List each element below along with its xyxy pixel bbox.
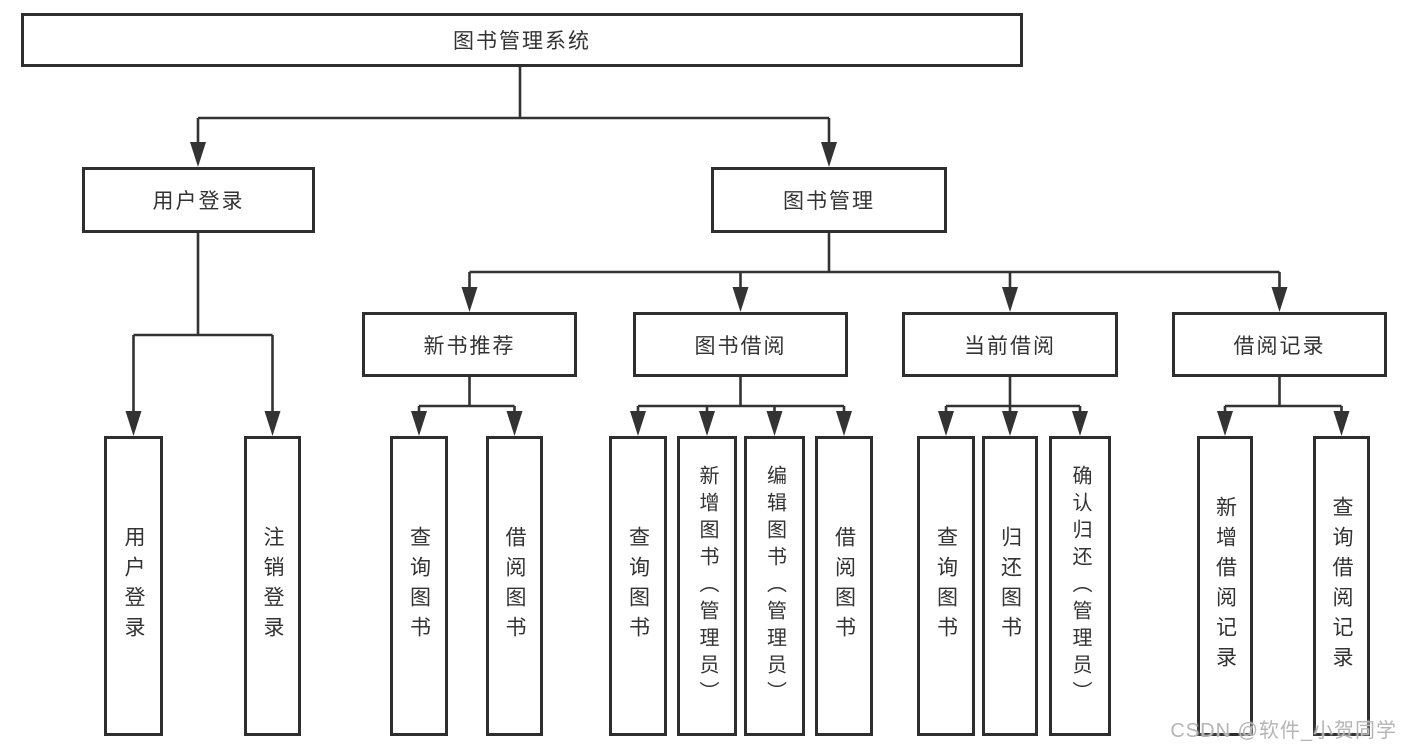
node-current-borrowing: 当前借阅 (902, 312, 1118, 377)
leaf-edit-book-admin: 编辑图书（管理员） (744, 436, 805, 736)
leaf-label: 用户登录 (122, 526, 145, 646)
leaf-label: 借阅图书 (832, 526, 856, 646)
node-label: 用户登录 (152, 190, 245, 213)
leaf-label: 查询借阅记录 (1330, 496, 1353, 676)
leaf-borrow-books: 借阅图书 (815, 436, 873, 736)
node-user-login: 用户登录 (82, 167, 315, 233)
node-label: 图书管理 (783, 190, 875, 213)
leaf-label: 归还图书 (998, 526, 1022, 646)
node-label: 图书管理系统 (453, 30, 591, 53)
node-borrowing-records: 借阅记录 (1172, 312, 1387, 377)
node-book-management: 图书管理 (711, 167, 947, 233)
node-new-book-recommend: 新书推荐 (362, 312, 577, 377)
node-library-management-system: 图书管理系统 (21, 13, 1023, 67)
leaf-label: 确认归还（管理员） (1069, 464, 1091, 708)
node-label: 借阅记录 (1233, 334, 1326, 358)
leaf-label: 注销登录 (261, 526, 284, 646)
leaf-query-borrow-record: 查询借阅记录 (1313, 436, 1370, 736)
node-label: 当前借阅 (964, 334, 1056, 358)
leaf-label: 新增图书（管理员） (696, 464, 718, 708)
leaf-add-book-admin: 新增图书（管理员） (677, 436, 737, 736)
leaf-label: 编辑图书（管理员） (763, 464, 786, 708)
node-label: 图书借阅 (694, 334, 787, 358)
leaf-label: 借阅图书 (503, 526, 526, 646)
leaf-label: 查询图书 (626, 526, 650, 646)
csdn-watermark: CSDN @软件_小贺同学 (1170, 720, 1397, 742)
leaf-label: 查询图书 (934, 526, 958, 646)
node-label: 新书推荐 (423, 334, 516, 358)
leaf-query-books-recommend: 查询图书 (390, 436, 448, 736)
leaf-user-login: 用户登录 (104, 436, 163, 736)
leaf-return-books: 归还图书 (982, 436, 1038, 736)
leaf-logout: 注销登录 (244, 436, 301, 736)
leaf-label: 查询图书 (407, 526, 431, 646)
leaf-confirm-return-admin: 确认归还（管理员） (1049, 436, 1111, 736)
leaf-add-borrow-record: 新增借阅记录 (1197, 436, 1253, 736)
leaf-query-books-current: 查询图书 (917, 436, 975, 736)
leaf-label: 新增借阅记录 (1213, 496, 1237, 676)
node-book-borrowing: 图书借阅 (633, 312, 848, 377)
leaf-query-books-borrow: 查询图书 (609, 436, 667, 736)
leaf-borrow-books-recommend: 借阅图书 (486, 436, 543, 736)
